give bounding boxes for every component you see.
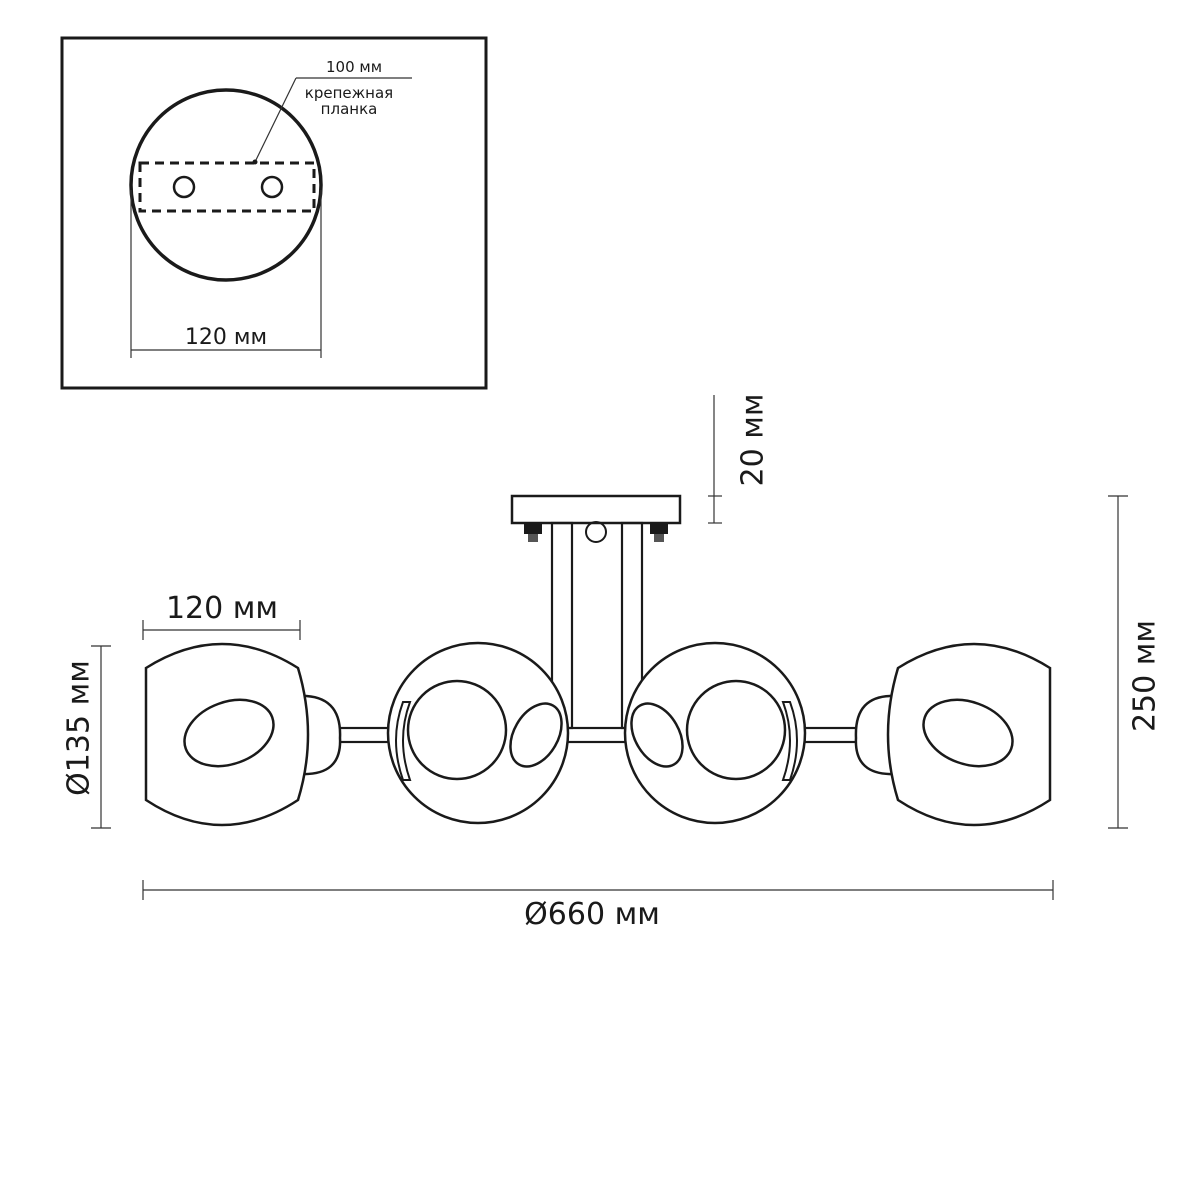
total-height-label: 250 мм — [1128, 620, 1163, 732]
mounting-screw-left — [524, 524, 542, 542]
shade-1-opening — [183, 698, 275, 768]
canopy-height-dimension: 20 мм — [708, 394, 771, 524]
shade-3-inner-bulb — [685, 679, 787, 781]
bracket-hole-left — [172, 175, 196, 199]
shade-diameter-label: Ø135 мм — [62, 660, 97, 796]
front-view — [144, 494, 1052, 827]
bracket-label-line1: крепежная — [305, 84, 393, 102]
shade-2-opening — [509, 702, 563, 768]
bracket-leader-dot — [252, 159, 258, 165]
canopy-center-hole — [585, 521, 607, 543]
bracket-label-line2: планка — [321, 100, 378, 118]
bracket-hole-right — [260, 175, 284, 199]
mounting-screw-right — [650, 524, 668, 542]
shade-width-label: 120 мм — [166, 591, 278, 626]
shade-4-opening — [922, 698, 1014, 768]
socket-left — [296, 694, 342, 776]
canopy-circle — [129, 88, 323, 282]
inset-frame — [60, 36, 488, 390]
canopy-diameter-label: 120 мм — [185, 325, 267, 350]
total-diameter-dimension: Ø660 мм — [142, 880, 1054, 932]
glass-shade-1 — [144, 642, 310, 827]
canopy-plate — [510, 494, 682, 525]
mounting-bracket — [138, 161, 316, 213]
glass-shade-3 — [623, 641, 807, 825]
glass-shade-4 — [886, 642, 1052, 827]
canopy-height-label: 20 мм — [736, 394, 771, 487]
shade-diameter-dimension: Ø135 мм — [62, 645, 111, 829]
socket-right — [854, 694, 898, 776]
shade-width-dimension: 120 мм — [142, 591, 301, 640]
shade-3-holder — [781, 701, 798, 781]
total-height-dimension: 250 мм — [1108, 495, 1163, 829]
shade-3-opening — [630, 702, 684, 768]
plate-width-label: 100 мм — [326, 58, 382, 76]
bracket-leader-line — [254, 77, 297, 163]
inset-panel: 100 мм крепежная планка 120 мм — [60, 36, 488, 390]
glass-shade-2 — [386, 641, 570, 825]
shade-2-holder — [395, 701, 412, 781]
shade-2-inner-bulb — [406, 679, 508, 781]
total-diameter-label: Ø660 мм — [524, 897, 660, 932]
